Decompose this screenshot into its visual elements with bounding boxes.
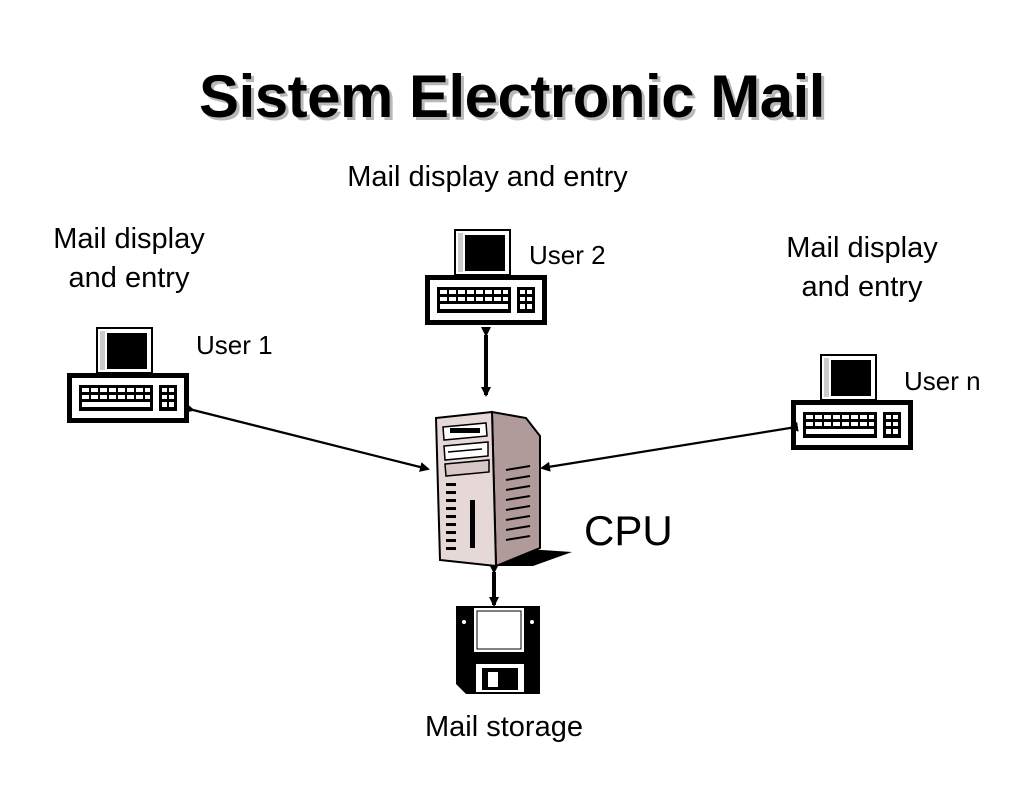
label-user2: User 2: [529, 240, 606, 270]
label-left-line2: and entry: [68, 262, 190, 294]
label-storage: Mail storage: [425, 711, 583, 743]
label-right: Mail display and entry: [752, 229, 972, 307]
label-left-line1: Mail display: [53, 223, 205, 255]
floppy-disk-icon: [456, 606, 540, 694]
label-right-line1: Mail display: [786, 232, 938, 264]
label-right-line2: and entry: [801, 271, 923, 303]
link-user1-cpu: [184, 403, 430, 472]
link-usern-cpu: [540, 421, 799, 472]
slide-title: Sistem Electronic Mail: [199, 63, 825, 130]
usern-terminal-icon: [790, 354, 914, 451]
user2-terminal-icon: [424, 229, 548, 326]
label-top-center: Mail display and entry: [347, 161, 628, 193]
server-tower-icon: [434, 410, 572, 568]
label-left: Mail display and entry: [20, 220, 238, 298]
label-user1: User 1: [196, 330, 273, 360]
label-cpu: CPU: [584, 507, 673, 554]
label-usern: User n: [904, 366, 981, 396]
user1-terminal-icon: [66, 327, 190, 424]
